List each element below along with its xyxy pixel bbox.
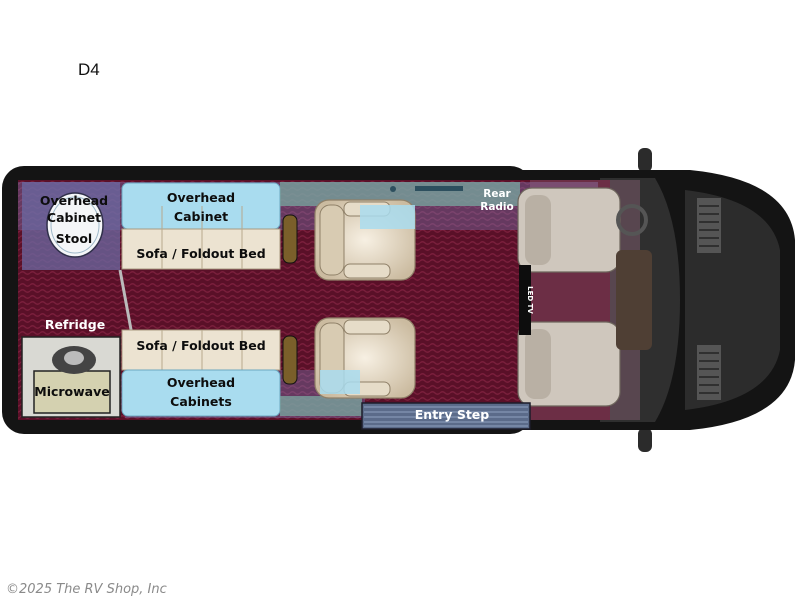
label-overhead-cabinets-1: Overhead [167, 375, 235, 390]
vent-top [697, 198, 721, 253]
driver-seat [517, 187, 621, 273]
led-tv [519, 265, 531, 335]
top-sofa-seams [161, 206, 243, 269]
label-microwave: Microwave [34, 384, 110, 399]
label-stool: Stool [56, 231, 92, 246]
bottom-sofa-latch [282, 335, 298, 385]
top-sofa-latch [282, 214, 298, 264]
lower-counter [280, 396, 362, 416]
label-overhead-cabinet-left-2: Cabinet [47, 210, 101, 225]
passenger-seat [517, 321, 621, 407]
bulkhead [118, 269, 134, 336]
fridge-top-inner [64, 351, 84, 365]
mirror-top [638, 148, 652, 172]
label-entry-step: Entry Step [415, 407, 490, 422]
label-overhead-cabinet-top-2: Cabinet [174, 209, 228, 224]
model-name: D4 [78, 60, 100, 79]
cab-console [616, 250, 652, 350]
label-overhead-cabinet-top-1: Overhead [167, 190, 235, 205]
vent-bottom [697, 345, 721, 400]
chair-top-overlay [360, 205, 415, 229]
label-sofa-top: Sofa / Foldout Bed [136, 246, 265, 261]
bottom-overhead-cabinet [121, 369, 281, 417]
label-refridge: Refridge [45, 317, 105, 332]
steering-wheel [616, 204, 648, 236]
label-rear-radio-2: Radio [480, 201, 514, 213]
galley-knob [390, 186, 396, 192]
label-sofa-bottom: Sofa / Foldout Bed [136, 338, 265, 353]
stool-rim [50, 196, 100, 254]
galley-vent [415, 186, 463, 191]
top-sofa [121, 228, 281, 270]
vent-slats [699, 205, 719, 394]
bottom-sofa [121, 329, 281, 371]
mirror-bottom [638, 428, 652, 452]
label-led-tv: LED TV [526, 286, 534, 314]
label-overhead-cabinets-2: Cabinets [170, 394, 232, 409]
entry-step-treads [364, 406, 528, 427]
chair-bottom-overlay [320, 370, 360, 394]
stool [46, 192, 104, 258]
label-rear-radio-1: Rear [483, 188, 511, 200]
microwave [33, 370, 111, 414]
copyright-notice: ©2025 The RV Shop, Inc [6, 582, 167, 597]
label-overhead-cabinet-left-1: Overhead [40, 193, 108, 208]
